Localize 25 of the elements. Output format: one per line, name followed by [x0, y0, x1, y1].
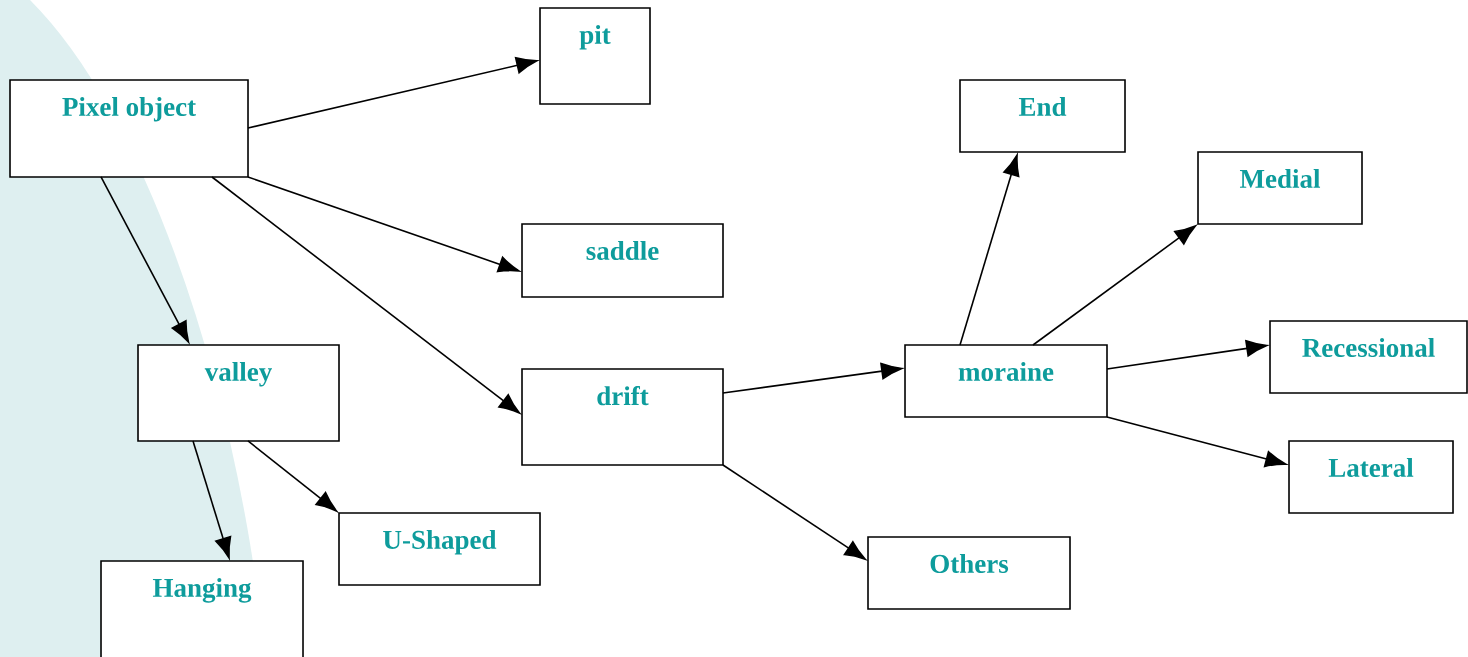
arrow: [722, 464, 867, 560]
label-box: Pixel object: [9, 79, 249, 178]
arrow: [1032, 225, 1197, 346]
arrow: [1106, 340, 1268, 370]
arrow: [1106, 416, 1287, 468]
label-box: Hanging: [100, 560, 304, 657]
label-box: saddle: [521, 223, 724, 298]
arrow: [959, 154, 1020, 346]
arrow: [192, 440, 232, 559]
label-box: Others: [867, 536, 1071, 610]
label-box: Recessional: [1269, 320, 1468, 394]
label-box: pit: [539, 7, 651, 105]
label-box: U-Shaped: [338, 512, 541, 586]
label-box: End: [959, 79, 1126, 153]
arrow: [247, 57, 538, 129]
label-box: valley: [137, 344, 340, 442]
label-box: drift: [521, 368, 724, 466]
arrow: [247, 176, 520, 273]
arrow: [722, 362, 903, 394]
arrow: [100, 176, 190, 343]
arrow: [247, 440, 338, 512]
label-box: Lateral: [1288, 440, 1454, 514]
label-box: Medial: [1197, 151, 1363, 225]
arrow: [211, 176, 521, 414]
label-box: moraine: [904, 344, 1108, 418]
